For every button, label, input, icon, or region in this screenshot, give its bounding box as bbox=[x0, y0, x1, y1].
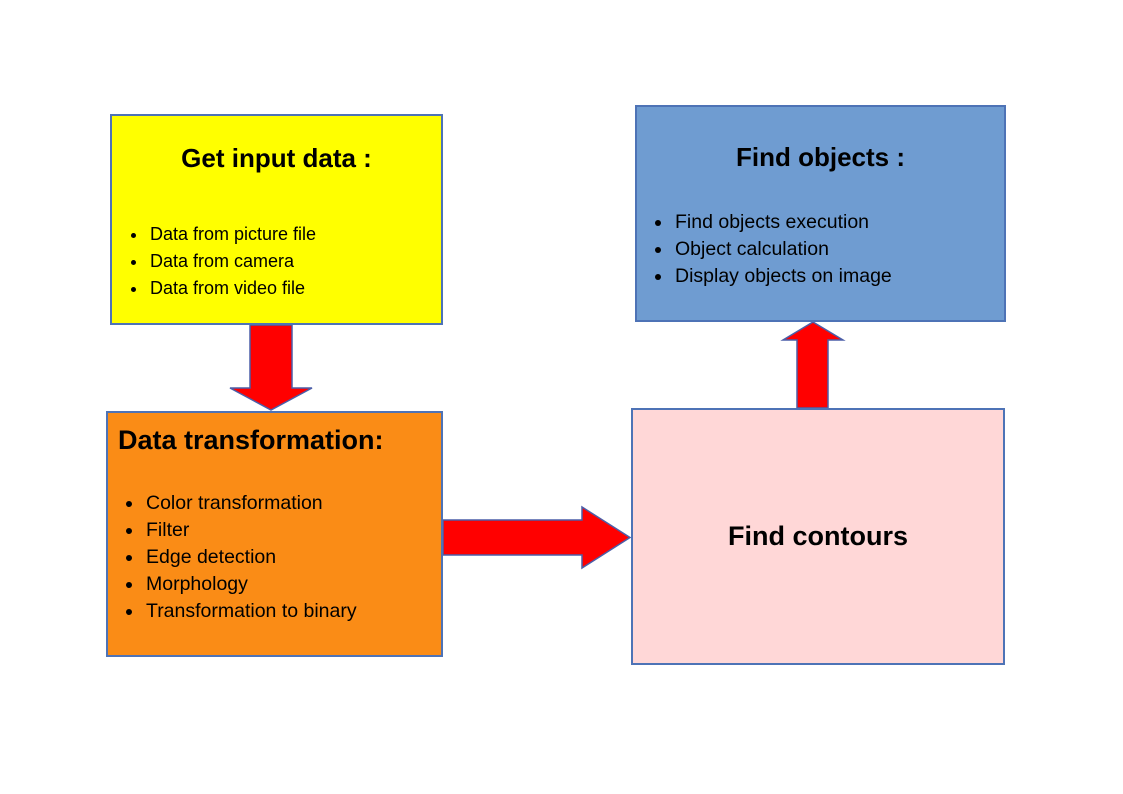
box-data-transformation-title: Data transformation: bbox=[118, 425, 384, 455]
list-item: Data from camera bbox=[148, 248, 441, 275]
box-data-transformation: Data transformation: Color transformatio… bbox=[106, 411, 443, 657]
box-find-objects: Find objects : Find objects execution Ob… bbox=[635, 105, 1006, 322]
list-item: Filter bbox=[144, 517, 441, 544]
box-get-input-data: Get input data : Data from picture file … bbox=[110, 114, 443, 325]
list-item: Color transformation bbox=[144, 490, 441, 517]
box-find-objects-title: Find objects : bbox=[736, 142, 905, 172]
box-find-contours: Find contours bbox=[631, 408, 1005, 665]
list-item: Find objects execution bbox=[673, 209, 1004, 236]
list-item: Morphology bbox=[144, 571, 441, 598]
box-get-input-data-title: Get input data : bbox=[181, 143, 372, 173]
box-find-objects-list: Find objects execution Object calculatio… bbox=[637, 209, 1004, 290]
list-item: Data from video file bbox=[148, 275, 441, 302]
box-data-transformation-list: Color transformation Filter Edge detecti… bbox=[108, 490, 441, 625]
box-find-contours-title: Find contours bbox=[728, 520, 908, 551]
list-item: Transformation to binary bbox=[144, 598, 441, 625]
list-item: Data from picture file bbox=[148, 221, 441, 248]
arrow-contours-to-objects bbox=[780, 321, 846, 409]
box-get-input-data-list: Data from picture file Data from camera … bbox=[112, 221, 441, 302]
list-item: Object calculation bbox=[673, 236, 1004, 263]
list-item: Edge detection bbox=[144, 544, 441, 571]
arrow-input-to-transformation bbox=[229, 324, 313, 411]
arrow-transformation-to-contours bbox=[442, 505, 632, 570]
list-item: Display objects on image bbox=[673, 263, 1004, 290]
